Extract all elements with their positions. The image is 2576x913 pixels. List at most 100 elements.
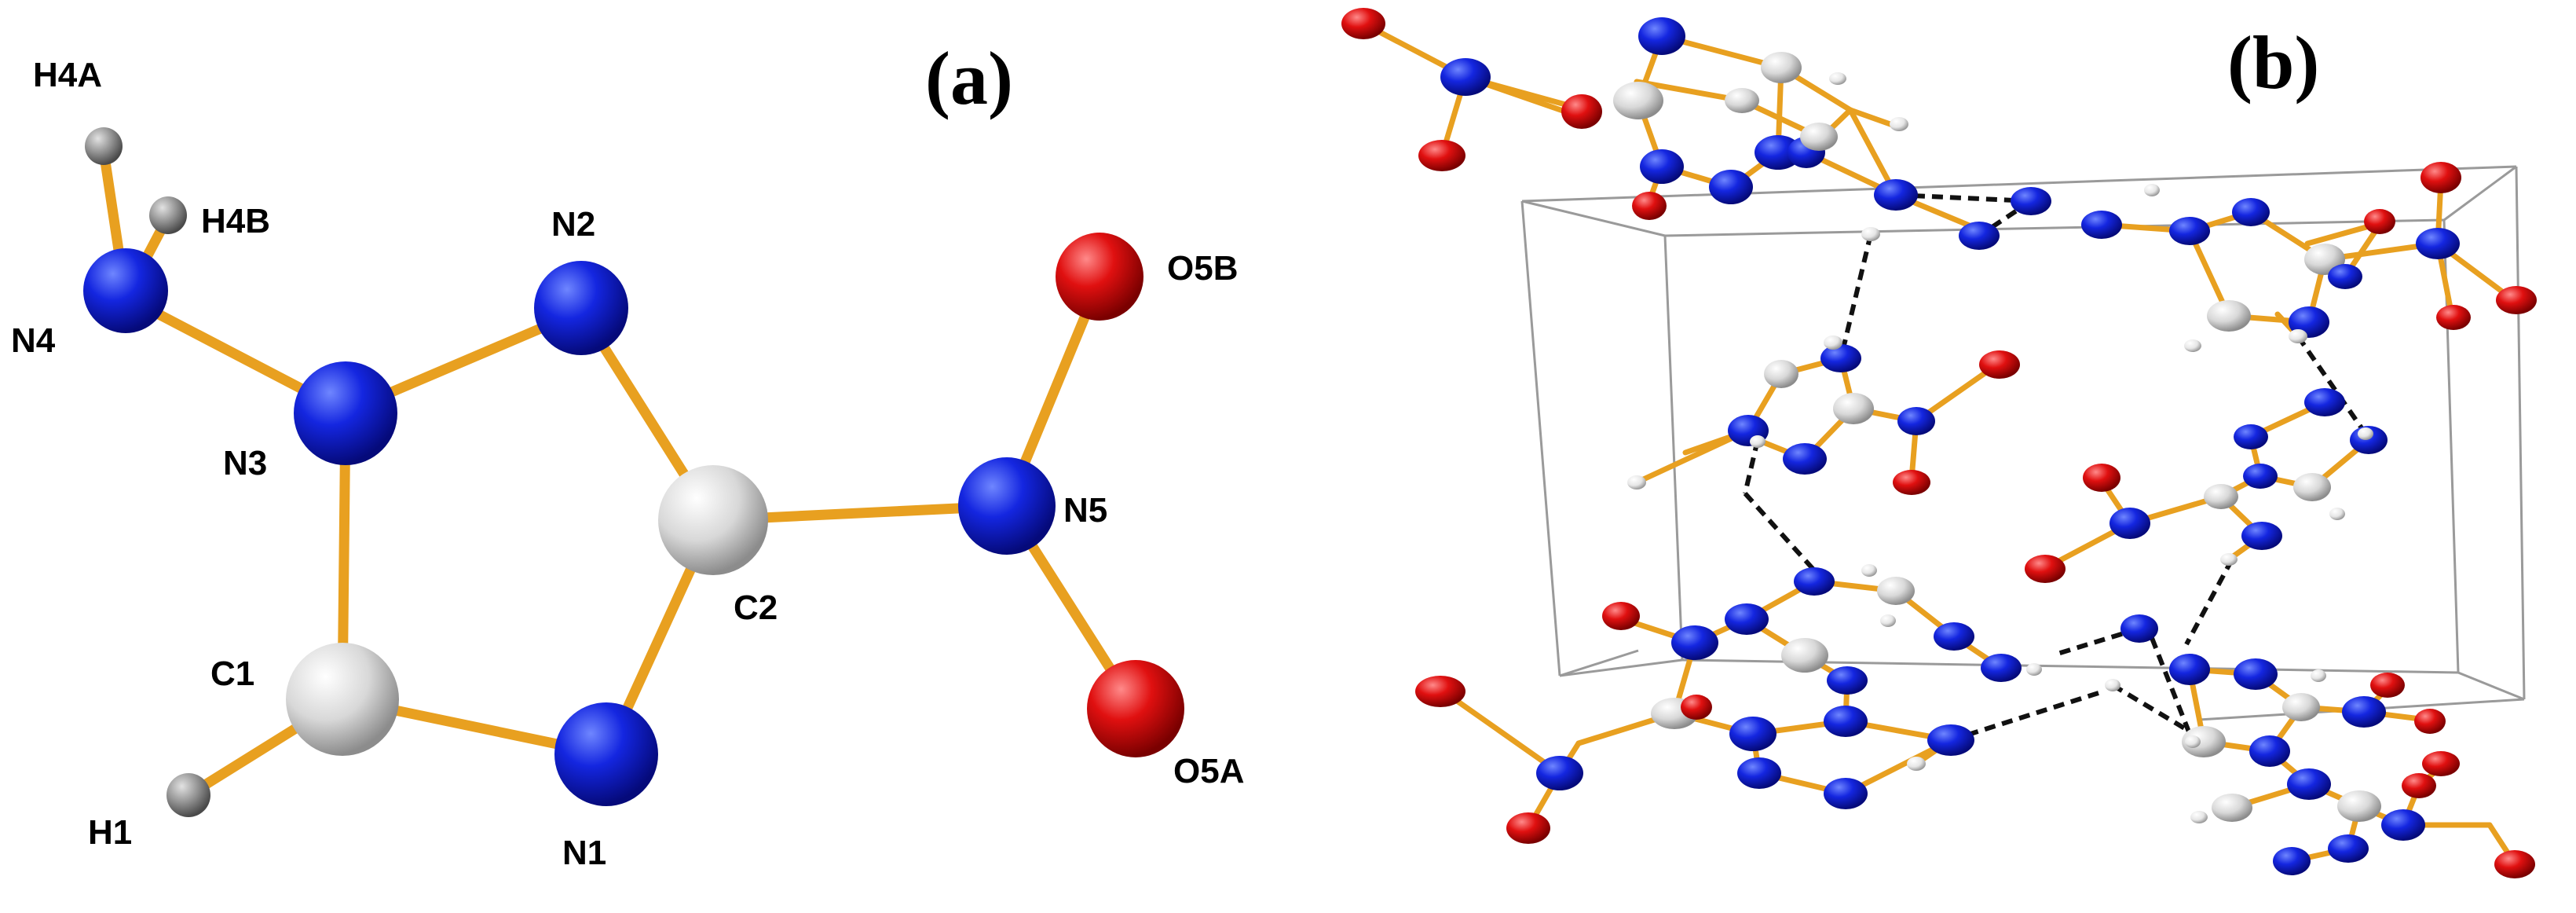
cell-edge	[2457, 671, 2525, 701]
atom-oxygen	[2083, 464, 2120, 492]
panel-b-packing: (b)	[1341, 8, 2537, 878]
label-o5a: O5A	[1173, 752, 1244, 790]
atom-nitrogen	[1536, 756, 1583, 790]
atom-hydrogen	[1861, 227, 1880, 241]
atom-carbon	[2337, 790, 2381, 822]
atom-oxygen	[1893, 470, 1930, 495]
h-bond	[2150, 636, 2195, 743]
atom-oxygen	[2364, 209, 2395, 234]
atom-hydrogen	[2105, 679, 2120, 691]
atom-nitrogen	[1755, 135, 1802, 170]
panel-a-molecule: (a)	[11, 36, 1244, 872]
atom-oxygen	[1561, 94, 1602, 129]
atom-nitrogen	[2232, 198, 2270, 226]
atom-nitrogen	[2249, 735, 2290, 767]
atom-oxygen	[2370, 673, 2405, 698]
atom-hydrogen	[1880, 614, 1896, 627]
atom-carbon	[1725, 88, 1759, 113]
atom-oxygen	[1506, 812, 1550, 844]
atom-hydrogen	[1750, 435, 1766, 448]
atom-carbon	[1764, 360, 1798, 388]
atom-nitrogen	[1824, 706, 1868, 737]
atom-carbon	[1877, 577, 1915, 605]
atom-hydrogen	[2184, 339, 2201, 352]
atom-nitrogen	[1827, 666, 1868, 695]
atom-nitrogen	[1783, 443, 1827, 475]
atom-o5a	[1087, 660, 1184, 757]
atom-carbon	[2204, 484, 2238, 509]
atom-nitrogen	[1638, 17, 1685, 55]
atom-oxygen	[2422, 751, 2460, 776]
cell-edge	[1559, 649, 1639, 677]
atom-oxygen	[1979, 350, 2020, 379]
atom-nitrogen	[1897, 407, 1935, 435]
label-n4: N4	[11, 321, 56, 360]
bond	[1634, 79, 1745, 104]
label-c2: C2	[734, 588, 778, 627]
atom-hydrogen	[1861, 564, 1877, 577]
h-bond	[2057, 626, 2140, 656]
atom-nitrogen	[1874, 179, 1918, 211]
atom-nitrogen	[2241, 522, 2282, 550]
atom-nitrogen	[2011, 187, 2051, 215]
label-h4a: H4A	[33, 56, 102, 94]
atom-oxygen	[2420, 162, 2461, 193]
h-bond	[2184, 558, 2234, 646]
panel-a-atom-labels: H4A H4B N2 O5B N4 N3 N5 C2 C1 O5A H1 N1	[11, 56, 1244, 872]
h-bond	[1743, 491, 1818, 574]
atom-nitrogen	[1440, 58, 1491, 96]
atom-oxygen	[2494, 850, 2535, 878]
atom-carbon	[2212, 794, 2252, 822]
panel-b-label: (b)	[2227, 20, 2319, 104]
atom-hydrogen	[2358, 427, 2373, 440]
atom-oxygen	[2496, 286, 2537, 314]
atom-carbon	[2282, 693, 2320, 721]
atom-nitrogen	[2287, 768, 2331, 800]
atom-nitrogen	[1640, 149, 1684, 184]
label-o5b: O5B	[1167, 249, 1238, 288]
label-n3: N3	[223, 444, 267, 482]
atom-oxygen	[2436, 305, 2471, 330]
atom-nitrogen	[1725, 603, 1769, 635]
atom-n4	[83, 248, 168, 333]
atom-c2	[658, 465, 768, 575]
atom-hydrogen	[1627, 475, 1646, 490]
atom-n2	[534, 261, 628, 355]
atom-hydrogen	[1829, 72, 1846, 85]
atom-nitrogen	[2120, 614, 2158, 643]
cell-edge	[1521, 165, 2517, 203]
atom-oxygen	[1415, 676, 1465, 707]
cell-edge	[1559, 658, 1683, 677]
atom-oxygen	[1418, 140, 1465, 171]
atom-oxygen	[1341, 8, 1385, 39]
atom-nitrogen	[1729, 717, 1776, 751]
atom-oxygen	[1602, 602, 1640, 630]
atom-carbon	[1800, 123, 1838, 151]
atom-nitrogen	[1671, 625, 1718, 660]
atom-nitrogen	[2342, 696, 2386, 728]
atom-n1	[554, 702, 658, 806]
atom-h1	[166, 773, 210, 817]
atom-nitrogen	[1709, 170, 1753, 204]
atom-hydrogen	[1890, 117, 1908, 131]
atom-h4b	[149, 196, 187, 234]
bond	[1634, 427, 1751, 486]
atom-n5	[958, 457, 1056, 555]
atom-nitrogen	[1820, 344, 1861, 372]
atom-hydrogen	[1907, 757, 1926, 771]
atom-nitrogen	[2081, 211, 2122, 239]
atom-nitrogen	[1824, 778, 1868, 809]
label-n1: N1	[562, 834, 606, 872]
atom-nitrogen	[1934, 622, 1974, 651]
atom-h4a	[85, 127, 123, 165]
atom-nitrogen	[2304, 388, 2345, 416]
atom-nitrogen	[1981, 654, 2022, 682]
panel-a-atoms	[83, 127, 1184, 817]
atom-nitrogen	[2243, 464, 2278, 489]
atom-oxygen	[1632, 192, 1667, 220]
atom-n3	[294, 361, 397, 465]
panel-a-label: (a)	[925, 36, 1013, 120]
atom-nitrogen	[2109, 508, 2150, 539]
atom-nitrogen	[2234, 424, 2268, 449]
label-n5: N5	[1063, 491, 1107, 530]
